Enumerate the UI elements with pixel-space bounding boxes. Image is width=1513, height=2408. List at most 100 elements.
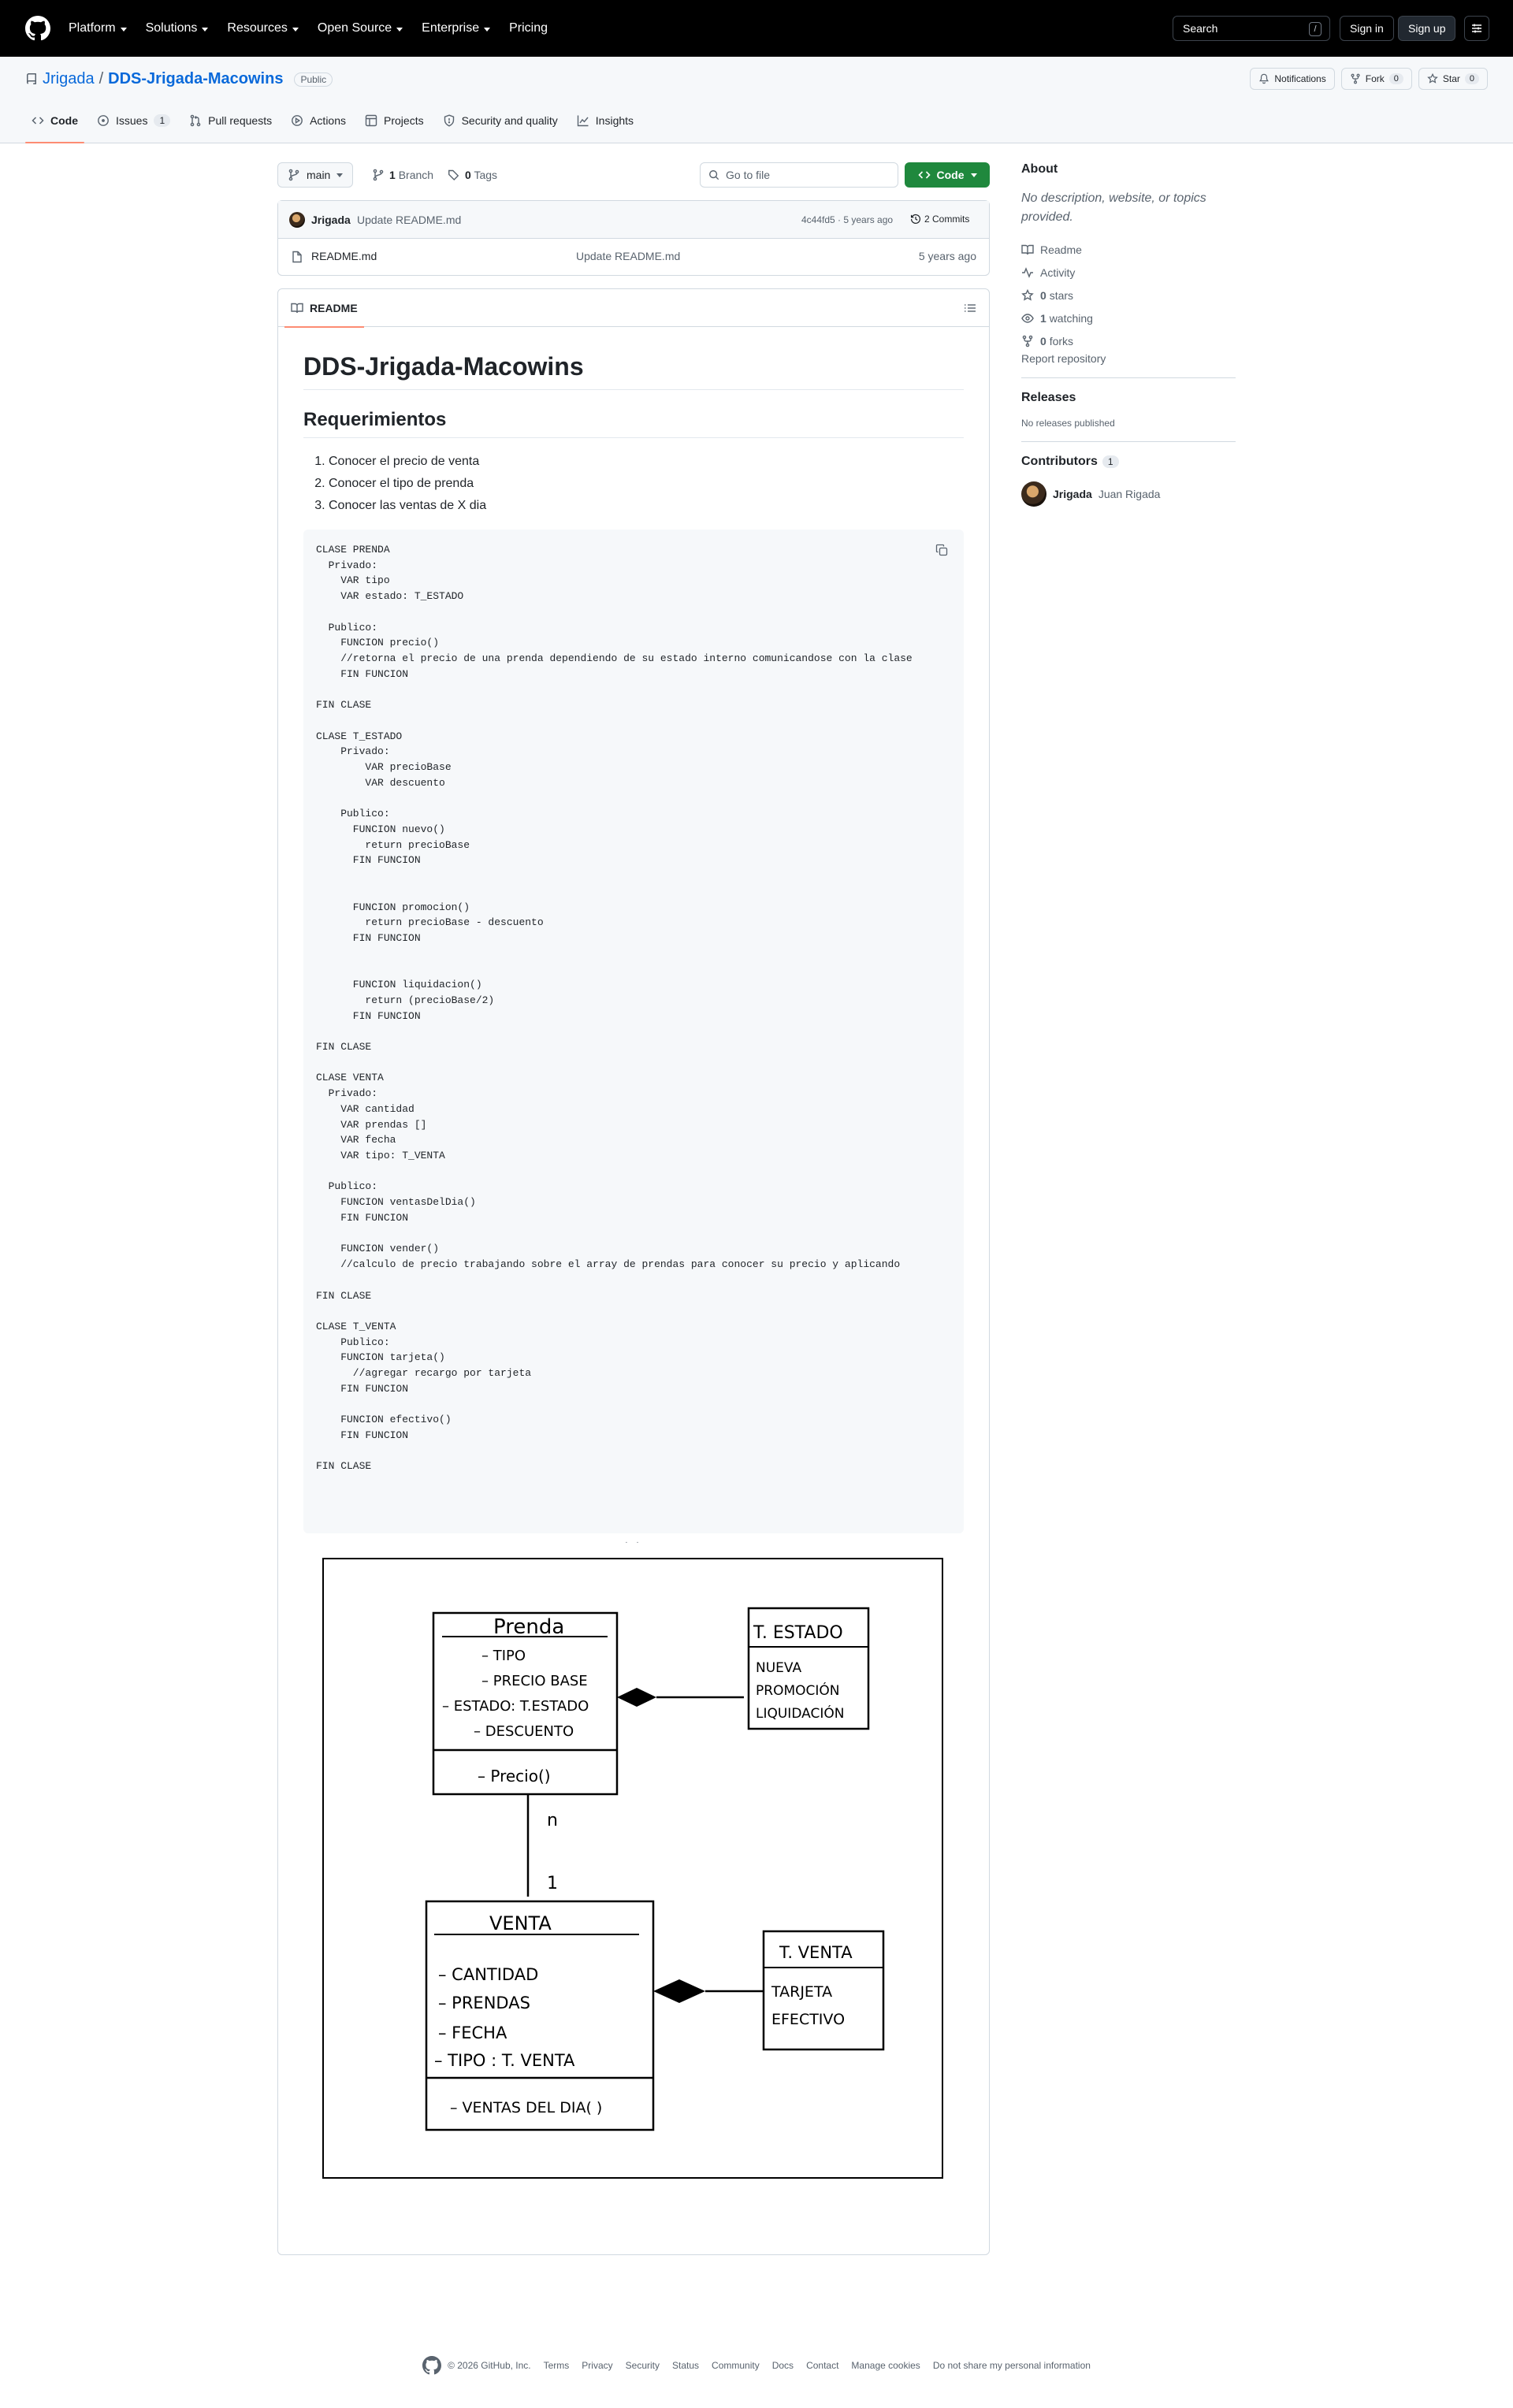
appearance-settings-button[interactable] (1464, 16, 1489, 41)
uml-class-prenda: Prenda – TIPO – PRECIO BASE – ESTADO: T.… (432, 1611, 619, 1796)
branches-link[interactable]: 1 Branch (389, 169, 433, 181)
global-nav-open-source[interactable]: Open Source (318, 21, 403, 35)
about-heading: About (1021, 162, 1058, 176)
git-branch-icon (373, 169, 384, 181)
star-button[interactable]: Star 0 (1418, 68, 1488, 90)
code-button-label: Code (936, 169, 965, 181)
tab-pull-requests[interactable]: Pull requests (183, 98, 278, 143)
avatar[interactable] (289, 212, 305, 228)
sidebar-item-watching[interactable]: 1 watching (1021, 307, 1236, 329)
code-dropdown-button[interactable]: Code (905, 162, 990, 188)
tab-insights[interactable]: Insights (571, 98, 640, 143)
uml-prenda-attr: – DESCUENTO (474, 1723, 574, 1740)
footer-link-contact[interactable]: Contact (806, 2360, 839, 2371)
footer-link-terms[interactable]: Terms (543, 2360, 570, 2371)
global-nav-enterprise[interactable]: Enterprise (422, 21, 491, 35)
uml-class-t-estado: T. ESTADO NUEVA PROMOCIÓN LIQUIDACIÓN (747, 1607, 870, 1730)
chevron-down-icon (336, 173, 344, 177)
tab-code[interactable]: Code (25, 98, 84, 143)
global-nav: Platform Solutions Resources Open Source Ent… (69, 0, 548, 57)
fork-icon (1351, 73, 1360, 84)
repo-sidebar: About No description, website, or topics… (1021, 162, 1236, 507)
branch-selector-button[interactable]: main (277, 162, 354, 188)
chevron-down-icon (120, 27, 127, 32)
global-nav-label: Open Source (317, 21, 392, 35)
commit-author-link[interactable]: Jrigada (311, 214, 351, 226)
sidebar-item-count: 0 (1040, 288, 1046, 302)
global-search-button[interactable]: Search / (1173, 16, 1330, 41)
go-to-file-input[interactable]: Go to file (700, 162, 898, 188)
contributor-item[interactable]: Jrigada Juan Rigada (1021, 481, 1236, 507)
uml-class-t-venta: T. VENTA TARJETA EFECTIVO (762, 1930, 885, 2051)
tab-projects[interactable]: Projects (359, 98, 430, 143)
sidebar-divider (1021, 377, 1236, 378)
file-icon (292, 251, 302, 263)
outline-list-icon[interactable] (964, 302, 976, 314)
fork-icon (1022, 335, 1033, 347)
copy-icon[interactable] (931, 539, 953, 561)
fork-label: Fork (1365, 73, 1385, 84)
footer-link-manage-cookies[interactable]: Manage cookies (851, 2360, 920, 2371)
file-list: Jrigada Update README.md 4c44fd5 · 5 yea… (277, 200, 990, 276)
tab-security-and-quality[interactable]: Security and quality (437, 98, 564, 143)
uml-class-venta: VENTA – CANTIDAD – PRENDAS – FECHA – TIP… (425, 1900, 655, 2131)
global-nav-pricing[interactable]: Pricing (509, 21, 548, 35)
tab-label: Issues (116, 114, 148, 127)
sidebar-item-readme[interactable]: Readme (1021, 238, 1236, 261)
sidebar-item-activity[interactable]: Activity (1021, 261, 1236, 284)
readme-tab[interactable]: README (284, 289, 364, 328)
sidebar-item-stars[interactable]: 0 stars (1021, 284, 1236, 307)
global-nav-resources[interactable]: Resources (227, 21, 299, 35)
global-search-label: Search (1183, 22, 1218, 35)
uml-venta-method: – VENTAS DEL DIA( ) (450, 2099, 602, 2116)
readme-subtitle: Requerimientos (303, 409, 964, 438)
readme-content: DDS-Jrigada-Macowins Requerimientos Cono… (278, 327, 989, 2179)
requirements-list: Conocer el precio de ventaConocer el tip… (303, 451, 964, 517)
table-icon (365, 114, 377, 127)
uml-diagram-image: Prenda – TIPO – PRECIO BASE – ESTADO: T.… (322, 1558, 943, 2179)
footer-link-docs[interactable]: Docs (771, 2360, 794, 2371)
footer-link-security[interactable]: Security (625, 2360, 660, 2371)
search-shortcut-key: / (1309, 22, 1322, 36)
footer-link-status[interactable]: Status (672, 2360, 700, 2371)
footer-link-do-not-share-my-personal-information[interactable]: Do not share my personal information (932, 2360, 1091, 2371)
uml-venta-attr: – TIPO : T. VENTA (434, 2051, 575, 2070)
uml-association-prenda-venta: n 1 (526, 1794, 558, 1897)
commit-hash-time[interactable]: 4c44fd5 · 5 years ago (801, 214, 894, 225)
commits-history-link[interactable]: 2 Commits (910, 214, 969, 225)
global-header: Platform Solutions Resources Open Source Ent… (0, 0, 1513, 57)
fork-button[interactable]: Fork 0 (1340, 68, 1412, 90)
sign-up-button[interactable]: Sign up (1398, 16, 1456, 41)
chevron-down-icon (202, 27, 209, 32)
report-repository-link[interactable]: Report repository (1021, 352, 1106, 365)
contributor-login[interactable]: Jrigada (1053, 488, 1092, 500)
uml-prenda-title: Prenda (493, 1615, 564, 1639)
file-commit-message-link[interactable]: Update README.md (576, 250, 681, 262)
commit-message-link[interactable]: Update README.md (357, 214, 462, 226)
sidebar-item-forks[interactable]: 0 forks (1021, 329, 1236, 352)
tag-icon (448, 169, 459, 180)
releases-heading[interactable]: Releases (1021, 391, 1076, 404)
footer-link-community[interactable]: Community (712, 2360, 760, 2371)
repo-name-link[interactable]: DDS-Jrigada-Macowins (108, 70, 284, 87)
tab-actions[interactable]: Actions (284, 98, 352, 143)
sidebar-item-count: 1 (1040, 311, 1046, 325)
avatar[interactable] (1021, 481, 1046, 507)
pull-request-icon (190, 114, 201, 127)
global-nav-platform[interactable]: Platform (69, 21, 127, 35)
tab-label: Code (50, 114, 78, 127)
list-item: Conocer las ventas de X dia (329, 495, 964, 517)
file-commit-date: 5 years ago (918, 250, 976, 262)
footer-link-privacy[interactable]: Privacy (582, 2360, 613, 2371)
notifications-button[interactable]: Notifications (1250, 68, 1335, 90)
github-logo-icon[interactable] (25, 16, 50, 41)
file-name-link[interactable]: README.md (311, 250, 377, 262)
sign-in-button[interactable]: Sign in (1340, 16, 1394, 41)
tags-link[interactable]: 0 Tags (465, 169, 497, 181)
global-nav-solutions[interactable]: Solutions (146, 21, 209, 35)
repo-owner-link[interactable]: Jrigada (43, 70, 95, 87)
